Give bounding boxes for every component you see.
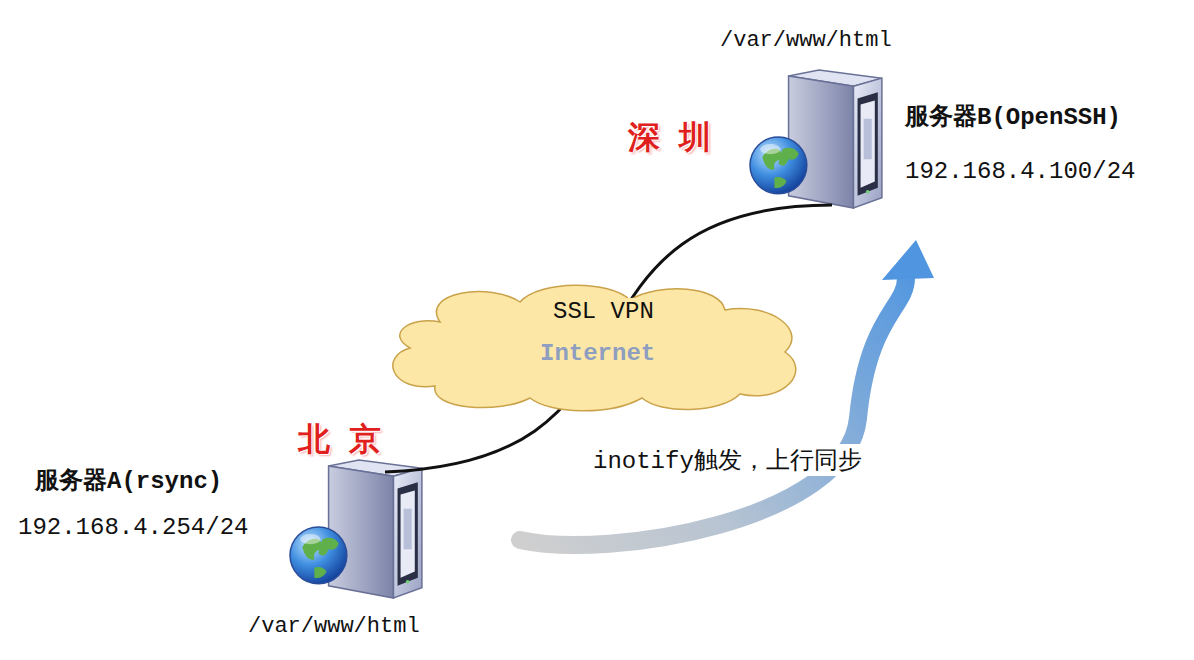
vpn-link (385, 205, 832, 472)
server-name: 服务器B(OpenSSH) (905, 104, 1121, 133)
edge-label: inotify触发，上行同步 (590, 444, 865, 476)
path-label: /var/www/html (248, 614, 420, 640)
arrow-head (882, 240, 934, 280)
vpn-label: SSL VPN (550, 298, 657, 327)
city-label: 深 圳 (628, 116, 715, 160)
cloud: SSL VPN Internet (380, 282, 810, 412)
cloud-shape (393, 285, 796, 411)
ip-address: 192.168.4.100/24 (905, 158, 1135, 187)
link-line (385, 205, 832, 472)
network-label: Internet (537, 340, 658, 369)
ip-address: 192.168.4.254/24 (18, 514, 248, 543)
path-label: /var/www/html (720, 28, 892, 54)
city-label: 北 京 (298, 418, 385, 462)
server-b: /var/www/html服务器B(OpenSSH)192.168.4.100/… (750, 70, 890, 210)
server-a: 服务器A(rsync)192.168.4.254/24/var/www/html (290, 460, 430, 600)
server-name: 服务器A(rsync) (35, 468, 222, 497)
